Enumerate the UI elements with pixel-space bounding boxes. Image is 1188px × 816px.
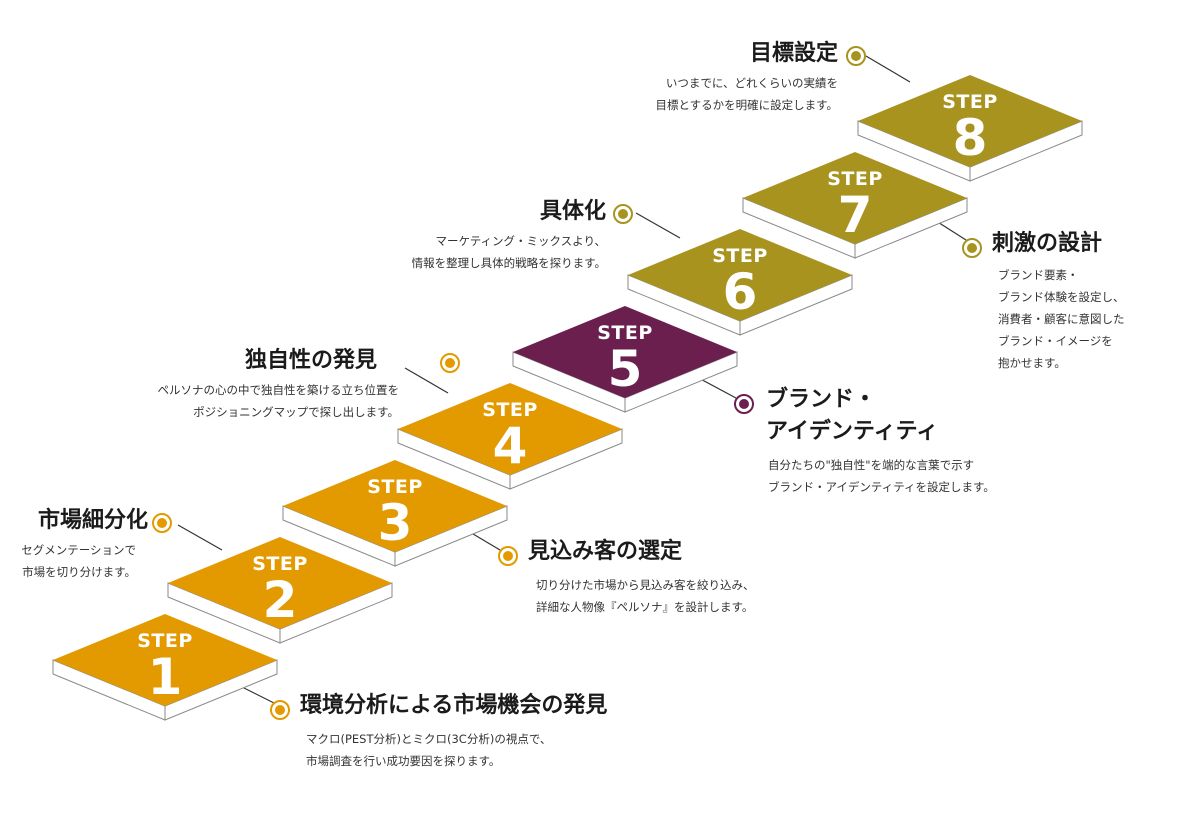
step-tread [398,383,622,475]
description-line: 情報を整理し具体的戦略を探ります。 [411,255,606,270]
label-identity: ブランド・ アイデンティティ 自分たちの"独自性"を端的な言葉で示す ブランド・… [734,384,995,498]
label-title: ブランド・ アイデンティティ [766,384,995,448]
label-concretize: 具体化 マーケティング・ミックスより、 情報を整理し具体的戦略を探ります。 [330,196,633,274]
connector-segmentation [177,524,223,551]
step-side [739,274,853,336]
label-title: 環境分析による市場機会の発見 [300,693,608,718]
label-goal: 目標設定 いつまでに、どれくらいの実績を 目標とするかを明確に設定します。 [590,38,866,116]
step-tread [858,75,1082,167]
description-line: セグメンテーションで [21,542,136,557]
label-description: マクロ(PEST分析)とミクロ(3C分析)の視点で、 市場調査を行い成功要因を探… [306,728,607,772]
label-description: 自分たちの"独自性"を端的な言葉で示す ブランド・アイデンティティを設定します。 [768,454,995,498]
description-line: 自分たちの"独自性"を端的な言葉で示す [768,457,975,472]
description-line: 消費者・顧客に意図した [998,311,1125,326]
step-number: 4 [493,417,528,475]
description-line: マクロ(PEST分析)とミクロ(3C分析)の視点で、 [306,731,552,746]
label-description: 切り分けた市場から見込み客を絞り込み、 詳細な人物像『ペルソナ』を設計します。 [536,574,755,618]
step-number: 3 [378,494,413,552]
label-target: 見込み客の選定 切り分けた市場から見込み客を絞り込み、 詳細な人物像『ペルソナ』… [498,536,755,618]
label-title: 独自性の発見 [244,348,377,373]
step-tread [168,537,392,629]
connector-concretize [635,212,681,239]
step-side [854,197,968,259]
label-description: マーケティング・ミックスより、 情報を整理し具体的戦略を探ります。 [330,230,606,274]
step-number: 5 [608,340,643,398]
dot-icon [613,204,633,224]
description-line: マーケティング・ミックスより、 [435,233,606,248]
label-description: ブランド要素・ ブランド体験を設定し、 消費者・顧客に意図した ブランド・イメー… [998,264,1125,374]
dot-icon [440,353,460,373]
step-word: STEP [712,245,768,267]
label-environment: 環境分析による市場機会の発見 マクロ(PEST分析)とミクロ(3C分析)の視点で… [270,690,607,772]
step-number: 2 [263,571,298,629]
step-number: 7 [838,186,873,244]
label-title: 見込み客の選定 [528,539,683,564]
step-word: STEP [597,322,653,344]
step-tread [283,460,507,552]
connector-uniqueness [404,367,449,394]
dot-icon [498,546,518,566]
step-tread [53,614,277,706]
dot-icon [152,513,172,533]
description-line: ブランド・イメージを [998,333,1113,348]
step-number: 1 [148,648,183,706]
label-description: いつまでに、どれくらいの実績を 目標とするかを明確に設定します。 [590,72,838,116]
title-line: アイデンティティ [766,418,939,444]
dot-icon [846,46,866,66]
label-segmentation: 市場細分化 セグメンテーションで 市場を切り分けます。 [0,505,178,583]
description-line: いつまでに、どれくらいの実績を [665,75,838,90]
dot-icon [734,394,754,414]
step-number: 8 [953,109,988,167]
step-tread [628,229,852,321]
dot-icon [270,700,290,720]
step-number: 6 [723,263,758,321]
dot-icon [962,238,982,258]
step-word: STEP [482,399,538,421]
description-line: 詳細な人物像『ペルソナ』を設計します。 [536,599,754,614]
step-side [509,428,623,490]
label-title: 市場細分化 [37,508,148,533]
step-word: STEP [942,91,998,113]
label-description: ペルソナの心の中で独自性を築ける立ち位置を ポジショニングマップで探し出します。 [60,379,400,423]
description-line: 切り分けた市場から見込み客を絞り込み、 [536,577,755,592]
label-uniqueness: 独自性の発見 ペルソナの心の中で独自性を築ける立ち位置を ポジショニングマップで… [60,345,460,423]
description-line: 市場調査を行い成功要因を探ります。 [306,753,501,768]
description-line: ブランド要素・ [998,267,1079,282]
description-line: 抱かせます。 [998,355,1066,370]
description-line: ブランド体験を設定し、 [998,289,1125,304]
title-line: ブランド・ [766,387,877,412]
step-tread [513,306,737,398]
description-line: ポジショニングマップで探し出します。 [193,404,399,419]
step-word: STEP [137,630,193,652]
step-side [624,351,738,413]
description-line: ブランド・アイデンティティを設定します。 [768,479,995,494]
description-line: 市場を切り分けます。 [22,564,136,579]
label-title: 目標設定 [749,41,838,66]
label-title: 具体化 [539,199,606,224]
connector-goal [865,55,911,83]
label-description: セグメンテーションで 市場を切り分けます。 [0,539,136,583]
step-word: STEP [827,168,883,190]
label-stimulus: 刺激の設計 ブランド要素・ ブランド体験を設定し、 消費者・顧客に意図した ブラ… [962,228,1125,374]
description-line: 目標とするかを明確に設定します。 [655,97,838,112]
label-title: 刺激の設計 [992,231,1103,256]
step-word: STEP [252,553,308,575]
step-tread [743,152,967,244]
step-word: STEP [367,476,423,498]
description-line: ペルソナの心の中で独自性を築ける立ち位置を [157,382,400,397]
